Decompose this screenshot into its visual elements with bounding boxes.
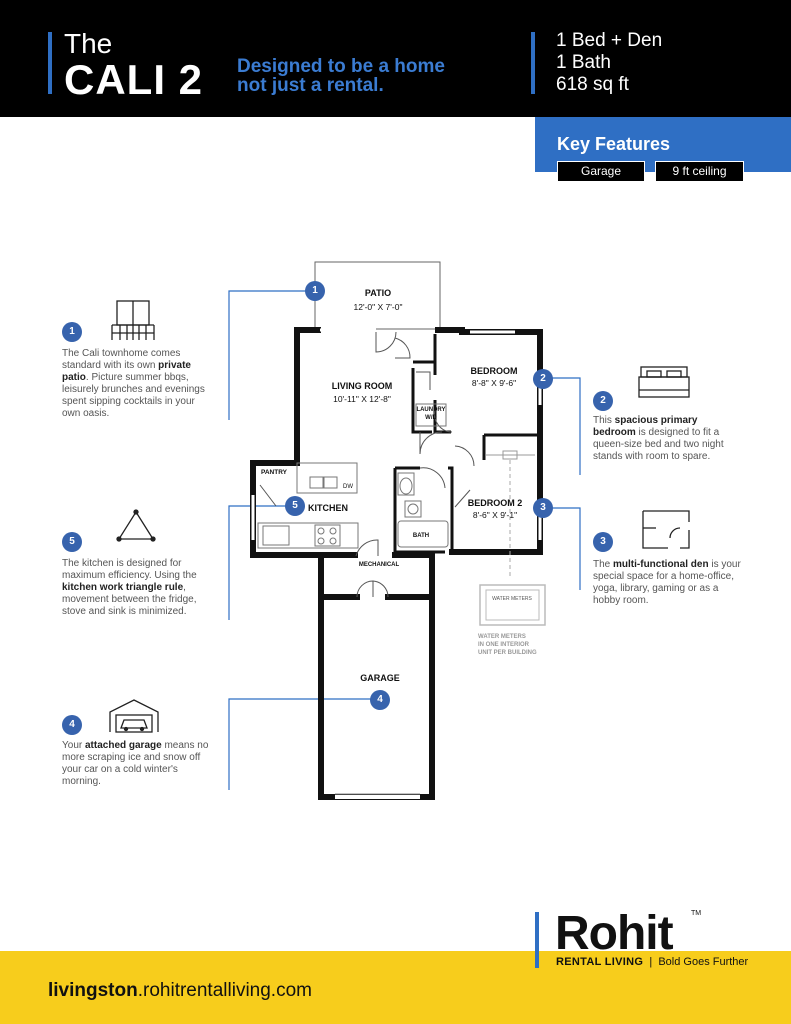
label-living-dim: 10'-11" X 12'-8" [333,394,391,404]
water-meters-note: WATER METERS IN ONE INTERIOR UNIT PER BU… [478,634,537,656]
tagline: Designed to be a home not just a rental. [237,57,445,95]
den-floorplan-icon [642,510,690,549]
tagline-line-1: Designed to be a home [237,56,445,77]
sink-right [323,476,338,489]
burner-1 [317,527,325,535]
kitchen-counter [257,522,359,549]
svg-text:IN ONE INTERIOR: IN ONE INTERIOR [478,642,530,648]
callout-line-3 [543,507,581,590]
feature-badge-5: 5 [62,532,82,552]
label-garage: GARAGE [360,673,400,683]
garage-car-icon [109,699,159,733]
label-bath: BATH [413,533,429,539]
toilet-bowl [399,477,413,495]
label-kitchen: KITCHEN [308,503,348,513]
label-patio-dim: 12'-0" X 7'-0" [354,302,403,312]
callout-lines [228,290,581,790]
plan-badge-2: 2 [533,369,553,389]
kitchen-triangle-icon [116,509,156,542]
label-living: LIVING ROOM [332,381,393,391]
plan-badge-1: 1 [305,281,325,301]
label-bedroom: BEDROOM [471,366,518,376]
bed-icon [638,366,690,398]
closet-door [502,450,518,460]
callout-line-1 [228,290,315,420]
model-name: CALI 2 [64,56,204,103]
water-meters-detail [479,584,546,626]
svg-text:UNIT PER BUILDING: UNIT PER BUILDING [478,650,537,656]
feature-pill-ceiling: 9 ft ceiling [655,161,744,182]
vanity [404,500,422,518]
label-patio: PATIO [365,288,391,298]
callout-line-5 [228,505,295,620]
kitchen-fixtures [257,462,359,549]
model-prefix: The [64,28,113,59]
specs-accent-bar [531,32,535,94]
wall-living-west [294,327,321,466]
footer-bar [0,951,791,1024]
spec-beds: 1 Bed + Den [556,30,663,51]
header-bar [0,0,791,117]
tagline-line-2: not just a rental. [237,75,384,96]
burner-4 [329,537,337,545]
bath-fixtures [397,472,449,548]
plan-badge-5: 5 [285,496,305,516]
burner-2 [329,527,337,535]
spec-baths: 1 Bath [556,52,611,73]
label-pantry: PANTRY [261,469,288,476]
balcony-icon [111,300,155,340]
label-dw: DW [343,484,353,490]
sink-left [309,476,324,489]
bathtub [397,520,449,548]
burner-3 [317,537,325,545]
label-laundry: LAUNDRY [416,407,445,413]
callout-line-4 [228,698,380,790]
feature-badge-1: 1 [62,322,82,342]
fridge [262,525,290,546]
unit-specs: 1 Bed + Den 1 Bath 618 sq ft [556,30,662,96]
label-bedroom2: BEDROOM 2 [468,498,523,508]
label-water-meters: WATER METERS [492,596,532,602]
feature-desc-den: The multi-functional den is your special… [593,559,741,606]
plan-badge-4: 4 [370,690,390,710]
feature-desc-patio: The Cali townhome comes standard with it… [62,348,205,419]
brand-logo: Rohit [555,907,674,960]
door-swings [259,331,475,598]
feature-desc-bedroom: This spacious primary bedroom is designe… [593,415,724,462]
website-link[interactable]: livingston.rohitrentalliving.com [48,980,312,1001]
feature-desc-garage: Your attached garage means no more scrap… [62,740,209,787]
stove [314,524,341,547]
vanity-sink [407,503,419,515]
header-accent-bar [48,32,52,94]
brand-tagline: RENTAL LIVING | Bold Goes Further [556,956,749,968]
trademark: TM [691,910,702,917]
svg-text:WATER METERS: WATER METERS [478,634,526,640]
feature-desc-kitchen: The kitchen is designed for maximum effi… [62,558,197,617]
feature-badge-3: 3 [593,532,613,552]
label-bedroom2-dim: 8'-6" X 9'-1" [473,510,517,520]
label-wd: W/D [425,415,437,421]
feature-badge-2: 2 [593,391,613,411]
callout-line-2 [543,377,581,475]
feature-badge-4: 4 [62,715,82,735]
key-features-title: Key Features [557,134,671,154]
toilet-tank [397,472,415,496]
logo-accent-bar [535,912,539,968]
label-mechanical: MECHANICAL [359,562,400,568]
spec-area: 618 sq ft [556,74,629,95]
label-bedroom-dim: 8'-8" X 9'-6" [472,378,516,388]
feature-pill-garage: Garage [557,161,645,182]
laundry-box [415,403,447,427]
plan-badge-3: 3 [533,498,553,518]
kitchen-island [296,462,358,494]
